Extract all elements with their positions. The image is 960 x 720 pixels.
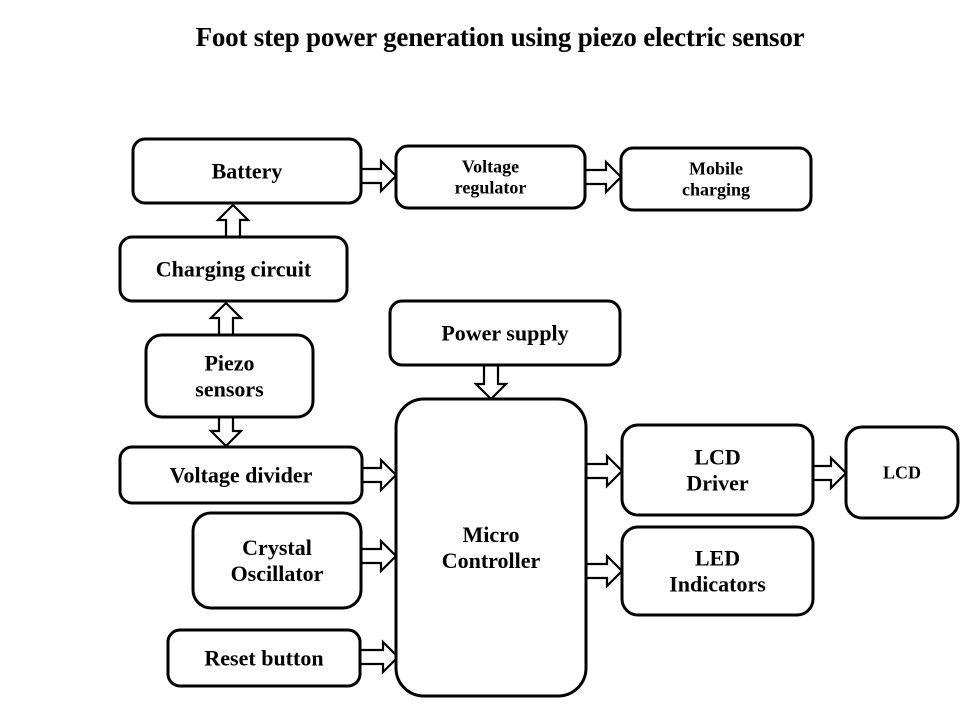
micro-controller-box (394, 397, 588, 698)
reset-button-label: Reset button (204, 645, 323, 670)
led-indicators-label: Indicators (669, 571, 766, 596)
arrow-micro-controller-to-led-indicators (584, 553, 624, 589)
arrow-voltage-divider-to-micro-controller (359, 457, 398, 493)
reset-button-block: Reset button (166, 628, 362, 688)
mobile-charging-label: Mobile (689, 159, 743, 179)
mobile-charging-box (619, 146, 813, 212)
piezo-sensors-label: sensors (195, 376, 264, 401)
power-supply-block: Power supply (388, 299, 622, 367)
voltage-divider-block: Voltage divider (118, 445, 364, 505)
lcd-driver-label: Driver (686, 470, 749, 495)
arrow-power-supply-to-micro-controller (473, 362, 509, 401)
crystal-oscillator-label: Oscillator (231, 561, 324, 586)
lcd-block: LCD (844, 425, 960, 520)
power-supply-label: Power supply (441, 320, 568, 345)
arrow-lcd-driver-to-lcd (811, 455, 848, 491)
arrows-layer (208, 158, 848, 675)
battery-label: Battery (212, 158, 283, 183)
lcd-label: LCD (883, 463, 921, 483)
arrow-battery-to-voltage-regulator (358, 158, 398, 194)
micro-controller-label: Controller (442, 548, 541, 573)
piezo-sensors-label: Piezo (204, 351, 254, 376)
led-indicators-box (620, 525, 815, 617)
voltage-regulator-label: regulator (455, 178, 527, 198)
lcd-box (844, 425, 960, 520)
crystal-oscillator-box (191, 511, 363, 610)
charging-circuit-label: Charging circuit (156, 256, 312, 281)
arrow-voltage-regulator-to-mobile-charging (582, 159, 623, 195)
led-indicators-label: LED (695, 546, 740, 571)
arrow-micro-controller-to-lcd-driver (584, 453, 624, 489)
power-supply-box (388, 299, 622, 367)
voltage-regulator-label: Voltage (462, 157, 519, 177)
diagram-title: Foot step power generation using piezo e… (195, 22, 805, 52)
piezo-sensors-box (144, 333, 315, 419)
lcd-driver-label: LCD (694, 445, 740, 470)
micro-controller-label: Micro (462, 522, 519, 547)
lcd-driver-box (620, 423, 815, 517)
reset-button-box (166, 628, 362, 688)
mobile-charging-label: charging (682, 180, 750, 200)
battery-box (131, 137, 363, 205)
arrow-crystal-oscillator-to-micro-controller (358, 538, 398, 574)
arrow-reset-button-to-micro-controller (358, 639, 400, 675)
battery-block: Battery (131, 137, 363, 205)
crystal-oscillator-label: Crystal (242, 535, 312, 560)
arrow-charging-circuit-to-battery (215, 203, 251, 240)
arrow-piezo-sensors-to-charging-circuit (208, 301, 244, 338)
arrow-piezo-sensors-to-voltage-divider (208, 414, 244, 448)
voltage-divider-box (118, 445, 364, 505)
voltage-regulator-box (394, 144, 587, 210)
voltage-divider-label: Voltage divider (170, 462, 313, 487)
charging-circuit-box (118, 235, 349, 303)
charging-circuit-block: Charging circuit (118, 235, 349, 303)
